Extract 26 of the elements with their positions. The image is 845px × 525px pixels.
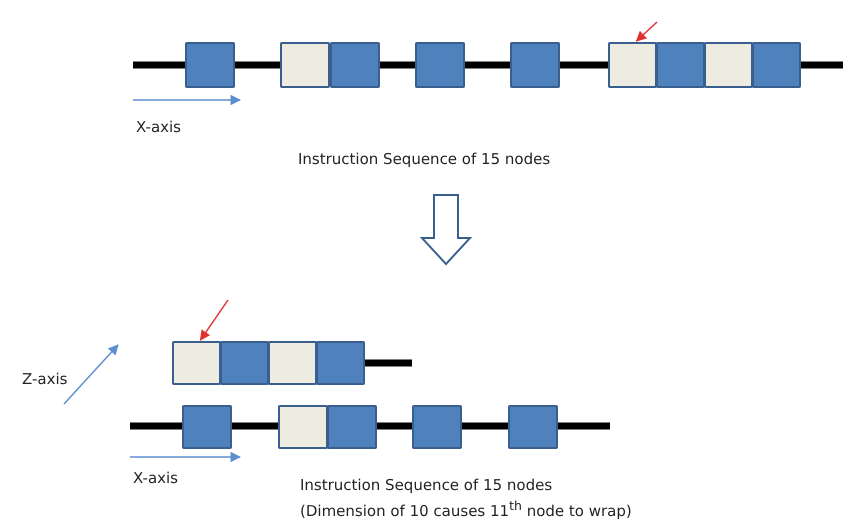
caption: (Dimension of 10 causes 11$^{th}$ node to wrap) xyxy=(300,498,632,520)
sequence-node xyxy=(330,42,380,88)
caption: Instruction Sequence of 15 nodes xyxy=(300,476,552,494)
sequence-node xyxy=(268,341,317,385)
sequence-node xyxy=(316,341,365,385)
sequence-node xyxy=(280,42,330,88)
sequence-node xyxy=(412,405,462,449)
sequence-node xyxy=(220,341,269,385)
sequence-node xyxy=(415,42,465,88)
sequence-node xyxy=(185,42,235,88)
pointer-arrow xyxy=(636,21,658,42)
sequence-node xyxy=(752,42,801,88)
sequence-node xyxy=(510,42,560,88)
sequence-node xyxy=(182,405,232,449)
caption: Instruction Sequence of 15 nodes xyxy=(298,150,550,168)
sequence-node xyxy=(656,42,705,88)
axis-label: X-axis xyxy=(136,118,181,136)
sequence-node xyxy=(278,405,328,449)
axis-label: Z-axis xyxy=(22,370,68,388)
sequence-node xyxy=(608,42,657,88)
axis-label: X-axis xyxy=(133,469,178,487)
pointer-arrow xyxy=(200,300,229,341)
sequence-node xyxy=(172,341,221,385)
sequence-node xyxy=(327,405,377,449)
sequence-node xyxy=(704,42,753,88)
sequence-node xyxy=(508,405,558,449)
